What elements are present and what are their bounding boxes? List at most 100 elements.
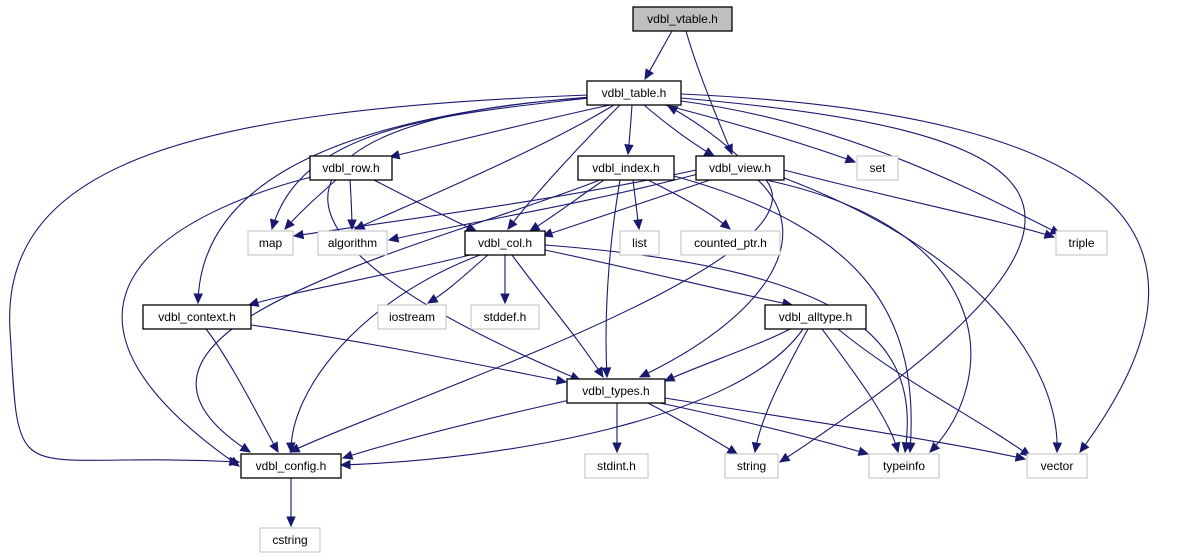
edge-arrowhead <box>666 105 679 115</box>
node-box <box>1026 453 1088 479</box>
node-vdbl_context[interactable]: vdbl_context.h <box>142 304 252 330</box>
node-vdbl_row[interactable]: vdbl_row.h <box>309 155 393 181</box>
edge-vdbl_view-to-triple <box>783 169 1056 239</box>
edge-line <box>388 173 699 241</box>
node-stdint: stdint.h <box>584 453 649 479</box>
node-label: typeinfo <box>883 459 925 473</box>
edge-arrowhead <box>612 442 622 454</box>
edge-arrowhead <box>228 456 241 467</box>
node-box <box>724 453 779 479</box>
node-map: map <box>247 230 294 256</box>
edge-line <box>544 249 793 306</box>
node-string: string <box>724 453 779 479</box>
edge-vdbl_context-to-vdbl_types <box>250 324 568 385</box>
edge-vdbl_table-to-vdbl_col <box>507 104 621 230</box>
edge-line <box>342 399 571 459</box>
edge-arrowhead <box>751 441 762 454</box>
edge-vdbl_col-to-vdbl_types <box>511 254 604 379</box>
node-label: vdbl_index.h <box>592 161 659 175</box>
edge-vdbl_view-to-vector <box>783 177 1063 454</box>
edge-line <box>248 254 471 306</box>
node-vdbl_config[interactable]: vdbl_config.h <box>240 453 342 479</box>
edge-arrowhead <box>1052 442 1063 454</box>
edge-line <box>647 402 738 455</box>
edge-arrowhead <box>286 516 296 528</box>
edge-arrowhead <box>844 154 857 164</box>
edge-arrowhead <box>239 442 252 453</box>
node-box <box>856 155 899 181</box>
edge-line <box>680 93 1150 453</box>
node-label: triple <box>1068 236 1094 250</box>
node-box <box>695 155 785 181</box>
edge-line <box>9 94 589 463</box>
edge-vdbl_config-to-cstring <box>286 477 296 528</box>
edge-line <box>121 175 316 467</box>
edge-arrowhead <box>601 367 612 379</box>
node-vdbl_index[interactable]: vdbl_index.h <box>577 155 675 181</box>
node-vdbl_col[interactable]: vdbl_col.h <box>464 230 546 256</box>
edge-arrowhead <box>269 218 280 231</box>
edge-line <box>290 254 481 453</box>
node-vdbl_table[interactable]: vdbl_table.h <box>586 80 682 106</box>
edge-line <box>389 104 611 158</box>
node-label: list <box>632 236 647 250</box>
node-label: vdbl_col.h <box>478 236 532 250</box>
edge-line <box>340 328 804 466</box>
edge-vdbl_table-to-vdbl_index <box>624 104 634 156</box>
edge-arrowhead <box>1079 441 1090 453</box>
edge-arrowhead <box>663 372 676 382</box>
node-box <box>632 6 733 32</box>
edge-vdbl_alltype-to-typeinfo <box>821 328 901 454</box>
node-set: set <box>856 155 899 181</box>
edge-vdbl_vtable-to-vdbl_view <box>685 30 733 156</box>
node-box <box>868 453 940 479</box>
edge-arrowhead <box>719 219 731 230</box>
node-vdbl_alltype[interactable]: vdbl_alltype.h <box>764 304 867 330</box>
node-algorithm: algorithm <box>317 230 388 256</box>
edge-arrowhead <box>633 219 643 231</box>
node-cstring: cstring <box>259 527 321 553</box>
node-box <box>577 155 675 181</box>
edge-line <box>685 30 733 155</box>
edge-line <box>664 397 1026 460</box>
node-label: stdint.h <box>597 459 636 473</box>
edge-vdbl_row-to-map <box>284 179 337 230</box>
edge-arrowhead <box>284 218 295 230</box>
edge-line <box>837 328 1031 457</box>
edge-arrowhead <box>426 294 439 304</box>
edge-arrowhead <box>387 233 400 243</box>
node-box <box>619 230 660 256</box>
node-label: counted_ptr.h <box>694 236 767 250</box>
edge-vdbl_alltype-to-string <box>751 328 809 454</box>
edge-vdbl_types-to-vdbl_config <box>341 399 571 460</box>
edge-line <box>250 324 567 383</box>
edge-vdbl_table-to-vector <box>680 93 1150 453</box>
edge-vdbl_types-to-typeinfo <box>659 402 870 456</box>
node-vector: vector <box>1026 453 1088 479</box>
edge-vdbl_col-to-stddef <box>500 255 510 305</box>
node-vdbl_vtable[interactable]: vdbl_vtable.h <box>632 6 733 32</box>
node-vdbl_types[interactable]: vdbl_types.h <box>566 378 666 404</box>
edge-vdbl_view-to-map <box>292 169 697 240</box>
node-box <box>317 230 388 256</box>
edge-line <box>271 97 591 230</box>
edge-line <box>195 179 601 453</box>
node-box <box>309 155 393 181</box>
edge-arrowhead <box>929 441 941 453</box>
edge-line <box>754 328 809 453</box>
node-label: map <box>259 236 283 250</box>
edge-vdbl_view-to-vdbl_types <box>638 179 784 378</box>
edge-arrowhead <box>292 229 305 240</box>
edge-arrowhead <box>726 444 739 455</box>
node-box <box>240 453 342 479</box>
node-label: stddef.h <box>484 310 527 324</box>
edge-line <box>783 169 1055 238</box>
node-label: iostream <box>389 310 435 324</box>
edge-vdbl_row-to-vdbl_config <box>121 175 316 467</box>
node-label: vdbl_context.h <box>158 310 235 324</box>
node-label: vdbl_alltype.h <box>779 310 852 324</box>
edge-line <box>673 175 912 453</box>
node-box <box>464 230 546 256</box>
node-vdbl_view[interactable]: vdbl_view.h <box>695 155 785 181</box>
edge-line <box>639 179 784 378</box>
